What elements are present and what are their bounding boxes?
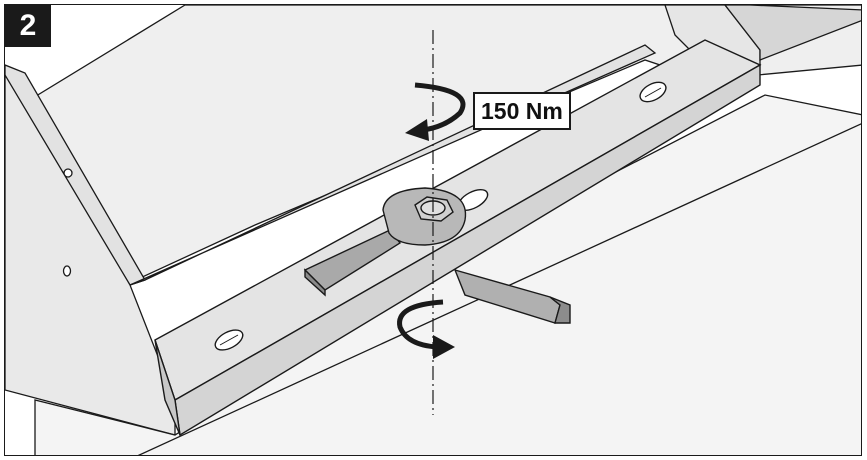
curved-arrow-clockwise-icon xyxy=(397,299,455,359)
counterhold-wrench xyxy=(453,268,571,324)
frame-hole xyxy=(62,265,72,277)
torque-value-label: 150 Nm xyxy=(473,92,571,130)
assembly-illustration xyxy=(5,5,861,455)
curved-arrow-counterclockwise-icon xyxy=(405,82,466,141)
right-bracket xyxy=(664,5,861,66)
step-number-badge: 2 xyxy=(5,5,51,47)
top-wrench xyxy=(303,187,467,297)
figure-frame: 2 xyxy=(4,4,862,456)
